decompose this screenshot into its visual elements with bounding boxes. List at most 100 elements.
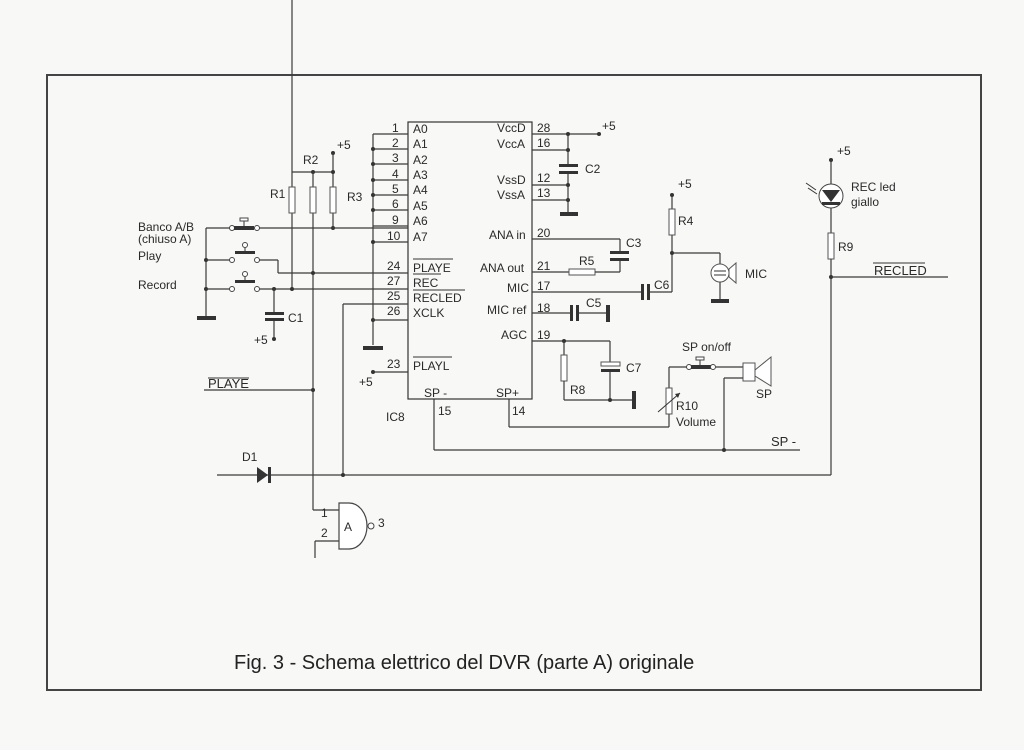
r10-potentiometer	[665, 387, 673, 415]
svg-text:C5: C5	[586, 296, 602, 310]
svg-text:VccA: VccA	[497, 137, 525, 151]
svg-text:MIC ref: MIC ref	[487, 303, 527, 317]
mic-network: +5 R4 C6 MIC	[532, 177, 767, 303]
sp-onoff-switch	[691, 365, 711, 369]
r8-resistor	[560, 354, 568, 382]
c2-capacitor	[559, 164, 578, 167]
c1-capacitor	[265, 312, 284, 315]
svg-text:ANA out: ANA out	[480, 261, 525, 275]
svg-text:20: 20	[537, 226, 551, 240]
svg-text:R9: R9	[838, 240, 854, 254]
svg-text:2: 2	[321, 526, 328, 540]
svg-text:SP+: SP+	[496, 386, 519, 400]
svg-text:PLAYE: PLAYE	[208, 376, 249, 391]
svg-text:21: 21	[537, 259, 551, 273]
svg-text:Banco A/B: Banco A/B	[138, 220, 194, 234]
svg-text:R5: R5	[579, 254, 595, 268]
svg-text:RECLED: RECLED	[874, 263, 927, 278]
svg-text:Play: Play	[138, 249, 161, 263]
svg-text:14: 14	[512, 404, 526, 418]
svg-text:3: 3	[392, 151, 399, 165]
svg-text:Volume: Volume	[676, 415, 716, 429]
svg-text:28: 28	[537, 121, 551, 135]
svg-text:A1: A1	[413, 137, 428, 151]
svg-text:R1: R1	[270, 187, 286, 201]
svg-text:+5: +5	[254, 333, 268, 347]
svg-text:R4: R4	[678, 214, 694, 228]
drawing-frame	[46, 74, 982, 691]
svg-text:A3: A3	[413, 168, 428, 182]
r4-resistor	[668, 208, 676, 236]
svg-text:5: 5	[392, 182, 399, 196]
svg-text:C1: C1	[288, 311, 304, 325]
c6-capacitor	[641, 284, 644, 300]
svg-text:1: 1	[392, 121, 399, 135]
rec-led-network: +5 REC led giallo R9 RECLED	[805, 144, 948, 475]
ic8-label: IC8	[386, 410, 405, 424]
svg-text:+5: +5	[337, 138, 351, 152]
plus5-playl: +5	[359, 375, 373, 389]
r9-resistor	[827, 232, 835, 260]
svg-text:24: 24	[387, 259, 401, 273]
c5-capacitor	[570, 305, 573, 321]
svg-text:SP -: SP -	[424, 386, 447, 400]
svg-text:2: 2	[392, 136, 399, 150]
svg-text:+5: +5	[837, 144, 851, 158]
svg-text:PLAYE: PLAYE	[413, 261, 451, 275]
svg-text:R3: R3	[347, 190, 363, 204]
svg-text:R2: R2	[303, 153, 319, 167]
svg-text:ANA in: ANA in	[489, 228, 526, 242]
svg-text:3: 3	[378, 516, 385, 530]
r2-resistor	[309, 186, 317, 214]
svg-text:PLAYL: PLAYL	[413, 359, 450, 373]
svg-text:17: 17	[537, 279, 551, 293]
microphone-icon	[710, 263, 730, 283]
svg-text:A0: A0	[413, 122, 428, 136]
svg-text:VssA: VssA	[497, 188, 525, 202]
svg-text:SP -: SP -	[771, 434, 796, 449]
svg-text:+5: +5	[678, 177, 692, 191]
svg-text:SP on/off: SP on/off	[682, 340, 732, 354]
playe-nand: PLAYE A 1 2 3	[204, 376, 385, 558]
svg-text:MIC: MIC	[507, 281, 529, 295]
svg-text:9: 9	[392, 213, 399, 227]
supply-network: +5 C2	[532, 119, 616, 216]
svg-text:AGC: AGC	[501, 328, 527, 342]
svg-text:19: 19	[537, 328, 551, 342]
d1-diode	[257, 467, 268, 483]
svg-text:C7: C7	[626, 361, 642, 375]
nand-gate-a	[338, 502, 368, 550]
svg-text:6: 6	[392, 197, 399, 211]
figure-caption: Fig. 3 - Schema elettrico del DVR (parte…	[234, 652, 694, 674]
svg-text:REC led: REC led	[851, 180, 896, 194]
speaker-network: SP on/off SP R10 Volume SP -	[433, 340, 800, 452]
svg-text:27: 27	[387, 274, 401, 288]
svg-text:C3: C3	[626, 236, 642, 250]
svg-text:Record: Record	[138, 278, 177, 292]
svg-text:C6: C6	[654, 278, 670, 292]
c3-capacitor	[610, 251, 629, 254]
ana-network: C3 R5	[532, 236, 642, 276]
svg-text:A: A	[344, 520, 352, 534]
svg-text:26: 26	[387, 304, 401, 318]
svg-text:13: 13	[537, 186, 551, 200]
svg-text:XCLK: XCLK	[413, 306, 444, 320]
svg-text:1: 1	[321, 506, 328, 520]
svg-text:SP: SP	[756, 387, 772, 401]
svg-text:18: 18	[537, 301, 551, 315]
speaker-icon	[742, 362, 756, 382]
svg-text:R8: R8	[570, 383, 586, 397]
svg-text:25: 25	[387, 289, 401, 303]
svg-text:MIC: MIC	[745, 267, 767, 281]
svg-text:RECLED: RECLED	[413, 291, 462, 305]
svg-text:16: 16	[537, 136, 551, 150]
address-pins	[363, 133, 408, 350]
c7-capacitor	[600, 361, 621, 367]
svg-text:C2: C2	[585, 162, 601, 176]
svg-text:12: 12	[537, 171, 551, 185]
svg-text:REC: REC	[413, 276, 439, 290]
svg-text:A5: A5	[413, 199, 428, 213]
